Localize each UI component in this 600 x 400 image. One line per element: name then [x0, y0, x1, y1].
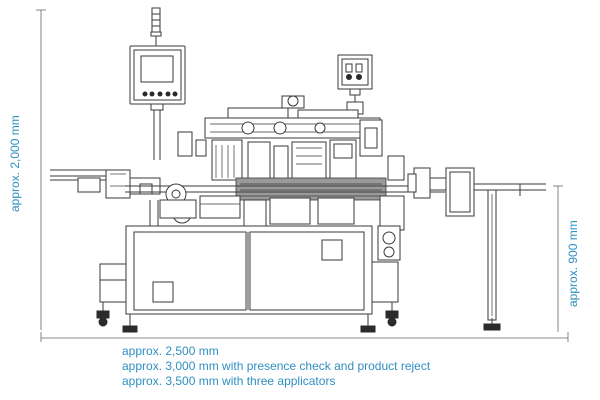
- casters: [96, 302, 399, 333]
- width-line-three-applicators: approx. 3,500 mm with three applicators: [122, 374, 336, 388]
- conveyor-height-label: approx. 900 mm: [566, 220, 580, 307]
- product-conveyor: [50, 167, 546, 231]
- overall-height-label: approx. 2,000 mm: [8, 115, 22, 212]
- control-panel-hmi: [129, 45, 186, 160]
- width-line-presence-check: approx. 3,000 mm with presence check and…: [122, 359, 431, 373]
- dimension-lines: [36, 9, 569, 342]
- signal-tower: [150, 7, 162, 46]
- outfeed-conveyor-stand: [483, 184, 521, 331]
- machine-base-cabinet: [99, 225, 401, 315]
- width-dimension-notes: approx. 2,500 mm approx. 3,000 mm with p…: [122, 344, 430, 389]
- width-line-standard: approx. 2,500 mm: [122, 344, 219, 358]
- label-applicator-assembly: [177, 95, 405, 201]
